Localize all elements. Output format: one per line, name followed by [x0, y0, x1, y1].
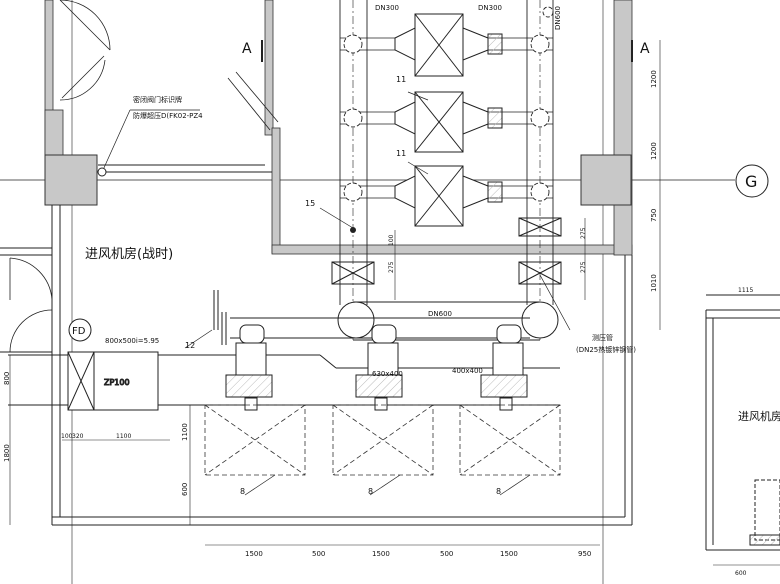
section-mark-left: A — [242, 40, 263, 62]
tag-15: 15 — [305, 199, 315, 208]
filter-unit-2 — [394, 91, 503, 153]
note-3: 测压管 — [592, 333, 613, 342]
duct-size-800x500: 800x500i=5.95 — [105, 337, 159, 345]
dim-left-4: 600 — [181, 483, 189, 496]
dim-right-3: 750 — [650, 209, 658, 222]
room-outline — [0, 164, 633, 526]
svg-text:G: G — [745, 172, 757, 191]
fan-unit-1 — [225, 324, 273, 411]
room-label-main: 进风机房(战时) — [85, 246, 173, 262]
fd-bubble: FD — [68, 318, 92, 342]
leader-lines — [102, 91, 571, 496]
tag-11-b: 11 — [396, 149, 406, 158]
dim-bottom-1: 1500 — [245, 550, 263, 558]
dim-bottom-3: 1500 — [372, 550, 390, 558]
fan-unit-3 — [480, 324, 528, 411]
vertical-pipes — [339, 0, 554, 340]
dim-misc-100: 100 — [61, 433, 73, 440]
dim-bottom-6: 950 — [578, 550, 591, 558]
duct-size-400x400: 400x400 — [452, 367, 483, 375]
pressure-point — [97, 167, 107, 177]
note-4: (DN25热镀锌钢管) — [576, 345, 636, 354]
dim-misc-320: 320 — [72, 433, 84, 440]
pipe-section-circles — [343, 6, 554, 202]
pipe-label-dn600-mid: DN600 — [428, 310, 452, 318]
svg-text:A: A — [242, 41, 252, 57]
dim-left-2: 1800 — [3, 444, 11, 462]
dimension-lines — [9, 40, 780, 566]
dim-misc-600: 600 — [735, 570, 747, 577]
axis-bubble-g: G — [735, 164, 769, 198]
main-pipe — [337, 301, 559, 341]
pipe-label-dn300-left: DN300 — [375, 4, 399, 12]
door-swings — [9, 0, 279, 353]
room-label-right: 进风机房(战 — [738, 409, 780, 423]
filter-unit-3 — [394, 165, 503, 227]
equipment-boxes — [204, 404, 561, 476]
section-mark-right: A — [631, 40, 650, 62]
svg-text:FD: FD — [72, 326, 86, 337]
filter-unit-1 — [394, 13, 503, 77]
column-left — [44, 154, 98, 206]
svg-text:A: A — [640, 41, 650, 57]
right-room — [705, 294, 780, 551]
dim-misc-1115: 1115 — [738, 287, 753, 294]
fan-unit-2 — [355, 324, 403, 411]
dim-right-2: 1200 — [650, 142, 658, 160]
note-1: 密闭阀门标识牌 — [133, 95, 182, 104]
valves — [331, 217, 562, 285]
dim-small-3: 275 — [580, 227, 587, 239]
dim-misc-1100: 1100 — [116, 433, 131, 440]
pipe-label-dn600-top: DN600 — [554, 6, 562, 30]
tag-11-a: 11 — [396, 75, 406, 84]
tag-8-b: 8 — [368, 487, 373, 496]
dim-bottom-2: 500 — [312, 550, 325, 558]
tag-8-a: 8 — [240, 487, 245, 496]
dim-right-4: 1010 — [650, 274, 658, 292]
silencer-zp100: ZP100 — [67, 351, 159, 411]
svg-text:ZP100: ZP100 — [104, 378, 130, 387]
dim-small-2: 275 — [388, 261, 395, 273]
duct-size-630x400: 630x400 — [372, 370, 403, 378]
dim-bottom-4: 500 — [440, 550, 453, 558]
column-right — [580, 154, 632, 206]
tag-8-c: 8 — [496, 487, 501, 496]
note-2: 防爆超压D(FK02-PZ4 — [133, 111, 203, 120]
dim-left-3: 1100 — [181, 423, 189, 441]
dim-small-4: 275 — [580, 261, 587, 273]
pipe-label-dn300-right: DN300 — [478, 4, 502, 12]
dim-right-1: 1200 — [650, 70, 658, 88]
dim-small-1: 100 — [388, 234, 395, 246]
tag-12: 12 — [185, 341, 195, 350]
pipe-point-15 — [350, 227, 356, 233]
dim-left-1: 800 — [3, 372, 11, 385]
dim-bottom-5: 1500 — [500, 550, 518, 558]
